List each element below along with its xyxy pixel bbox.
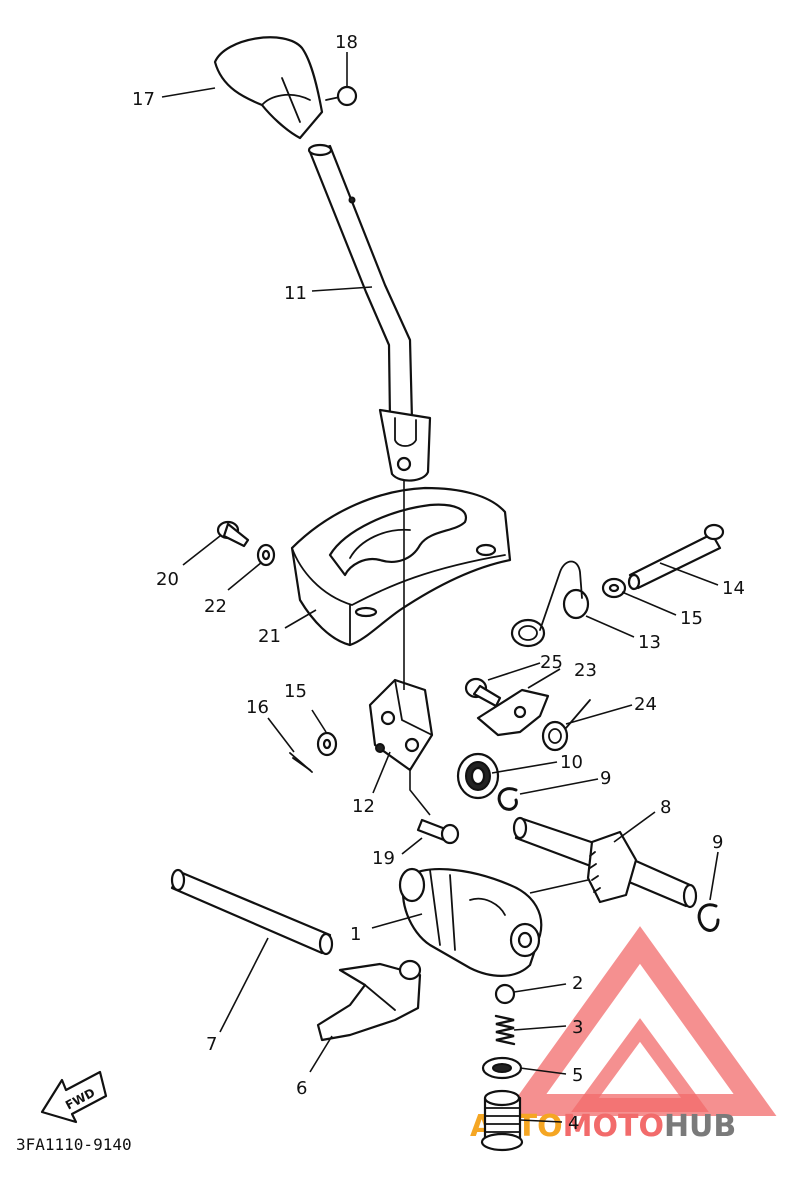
- part-3-spring: [494, 1014, 516, 1046]
- callout-7: 7: [206, 1034, 217, 1055]
- part-18-knob-screw: [325, 85, 358, 107]
- callout-9-a: 9: [600, 768, 611, 789]
- part-15-washer-a: [601, 577, 627, 599]
- watermark-hub: HUB: [664, 1109, 736, 1144]
- leader-lines: [161, 52, 719, 1123]
- part-21-shift-gate: [290, 486, 512, 647]
- part-2-ball: [494, 983, 516, 1005]
- callout-23: 23: [574, 660, 597, 681]
- part-9-circlip-a: [497, 787, 518, 811]
- callout-8: 8: [660, 797, 671, 818]
- diagram-part-code: 3FA1110-9140: [16, 1135, 132, 1154]
- part-17-shift-knob: [213, 36, 324, 140]
- callout-21: 21: [258, 626, 281, 647]
- callout-6: 6: [296, 1078, 307, 1099]
- callout-16: 16: [246, 697, 269, 718]
- callout-1: 1: [350, 924, 361, 945]
- part-15-washer-b: [316, 731, 338, 757]
- callout-24: 24: [634, 694, 657, 715]
- callout-9-b: 9: [712, 832, 723, 853]
- part-6-shift-fork: [316, 959, 422, 1042]
- part-24-spring: [541, 699, 591, 752]
- callout-labels: 17 18 11 20 22 21 14 15 13 25 23 24 10 9…: [132, 32, 745, 1134]
- part-12-lever-bracket: [368, 678, 434, 772]
- callout-10: 10: [560, 752, 583, 773]
- part-8-shift-shaft: [512, 816, 698, 909]
- part-14-pin: [627, 523, 725, 591]
- callout-3: 3: [572, 1017, 583, 1038]
- part-10-oil-seal: [456, 752, 500, 800]
- callout-17: 17: [132, 89, 155, 110]
- watermark-moto: MOTO: [563, 1109, 664, 1144]
- part-11-shift-lever-rod: [307, 143, 432, 482]
- callout-15-b: 15: [284, 681, 307, 702]
- part-22-washer: [256, 543, 276, 567]
- callout-18: 18: [335, 32, 358, 53]
- part-13-spring: [510, 560, 590, 648]
- callout-25: 25: [540, 652, 563, 673]
- callout-11: 11: [284, 283, 307, 304]
- callout-15-a: 15: [680, 608, 703, 629]
- callout-4: 4: [568, 1113, 579, 1134]
- callout-22: 22: [204, 596, 227, 617]
- part-7-guide-bar: [170, 868, 334, 956]
- part-4-plug: [480, 1089, 524, 1152]
- part-23-stopper-lever: [476, 688, 550, 737]
- callout-2: 2: [572, 973, 583, 994]
- watermark-inner-triangle-icon: [571, 1018, 709, 1112]
- part-20-bolt: [216, 520, 250, 548]
- callout-13: 13: [638, 632, 661, 653]
- callout-20: 20: [156, 569, 179, 590]
- part-9-circlip-b: [697, 903, 720, 932]
- part-5-washer: [481, 1056, 523, 1080]
- callout-14: 14: [722, 578, 745, 599]
- callout-12: 12: [352, 796, 375, 817]
- callout-19: 19: [372, 848, 395, 869]
- assembly-line-19: [409, 768, 431, 816]
- part-16-cotter-pin: [289, 752, 313, 773]
- part-1-shift-drum: [398, 867, 543, 977]
- part-25-bolt: [464, 677, 502, 708]
- part-19-bolt: [416, 818, 460, 845]
- callout-5: 5: [572, 1065, 583, 1086]
- fwd-arrow-icon: FWD: [40, 1070, 108, 1124]
